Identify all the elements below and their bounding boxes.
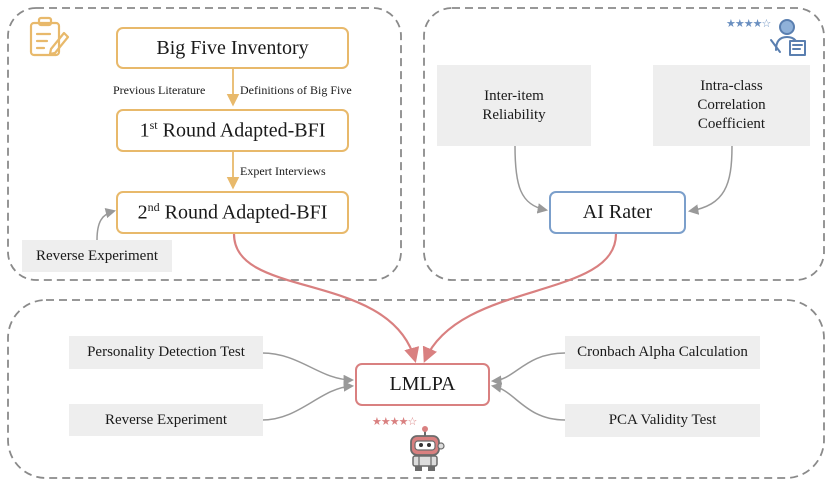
ai-rater-box: AI Rater: [549, 191, 686, 234]
pca-validity-test-label: PCA Validity Test: [608, 412, 717, 428]
clipboard-icon: [29, 16, 70, 57]
round1-sup: st: [149, 118, 158, 133]
previous-literature-label: Previous Literature: [113, 83, 206, 97]
round1-label: 1st Round Adapted-BFI: [139, 118, 326, 142]
lmlpa-label: LMLPA: [389, 373, 456, 395]
arrow-round2-to-lmlpa: [232, 233, 420, 363]
pca-validity-test-box: PCA Validity Test: [565, 404, 760, 437]
teacher-icon: [770, 19, 806, 56]
arrow-inter-item-to-ai-rater: [514, 145, 549, 214]
region-bottom: [7, 299, 825, 479]
inter-item-reliability-box: Inter-item Reliability: [437, 65, 591, 146]
arrow-cronbach-to-lmlpa: [490, 352, 566, 386]
arrow-reverse-to-round2: [96, 207, 117, 241]
expert-interviews-label: Expert Interviews: [240, 164, 326, 178]
inter-item-reliability-label: Inter-item Reliability: [482, 87, 546, 123]
reverse-experiment-top-label: Reverse Experiment: [35, 247, 159, 264]
lmlpa-box: LMLPA: [355, 363, 490, 406]
region-top-left: [7, 7, 402, 281]
reverse-experiment-top-box: Reverse Experiment: [22, 240, 172, 272]
ai-rater-label: AI Rater: [582, 201, 653, 223]
region-top-right: [423, 7, 825, 281]
big-five-inventory-box: Big Five Inventory: [116, 27, 349, 69]
round2-sup: nd: [147, 200, 160, 215]
round2-text: Round Adapted-BFI: [159, 201, 328, 224]
big-five-inventory-label: Big Five Inventory: [156, 36, 309, 59]
arrow-pca-to-lmlpa: [490, 382, 566, 421]
reverse-experiment-bottom-box: Reverse Experiment: [69, 404, 263, 436]
round1-adapted-bfi-box: 1st Round Adapted-BFI: [116, 109, 349, 152]
cronbach-alpha-label: Cronbach Alpha Calculation: [577, 344, 748, 360]
arrow-ai-rater-to-lmlpa: [422, 233, 618, 363]
personality-detection-test-box: Personality Detection Test: [69, 336, 263, 369]
intra-class-correlation-box: Intra-class Correlation Coefficient: [653, 65, 810, 146]
ai-rater-star-rating: ★★★★☆: [726, 18, 771, 30]
reverse-experiment-bottom-label: Reverse Experiment: [104, 411, 228, 428]
round2-adapted-bfi-box: 2nd Round Adapted-BFI: [116, 191, 349, 234]
arrow-intra-class-to-ai-rater: [687, 145, 733, 215]
arrow-personality-to-lmlpa: [261, 352, 355, 386]
lmlpa-star-rating: ★★★★☆: [372, 416, 417, 428]
robot-icon: [410, 426, 445, 471]
personality-detection-test-label: Personality Detection Test: [87, 344, 245, 360]
round1-text: Round Adapted-BFI: [157, 119, 326, 142]
cronbach-alpha-box: Cronbach Alpha Calculation: [565, 336, 760, 369]
arrow-reverse-to-lmlpa: [261, 381, 355, 421]
definitions-of-big-five-label: Definitions of Big Five: [240, 83, 352, 97]
round2-label: 2nd Round Adapted-BFI: [137, 200, 328, 224]
intra-class-correlation-label: Intra-class Correlation Coefficient: [697, 78, 766, 132]
